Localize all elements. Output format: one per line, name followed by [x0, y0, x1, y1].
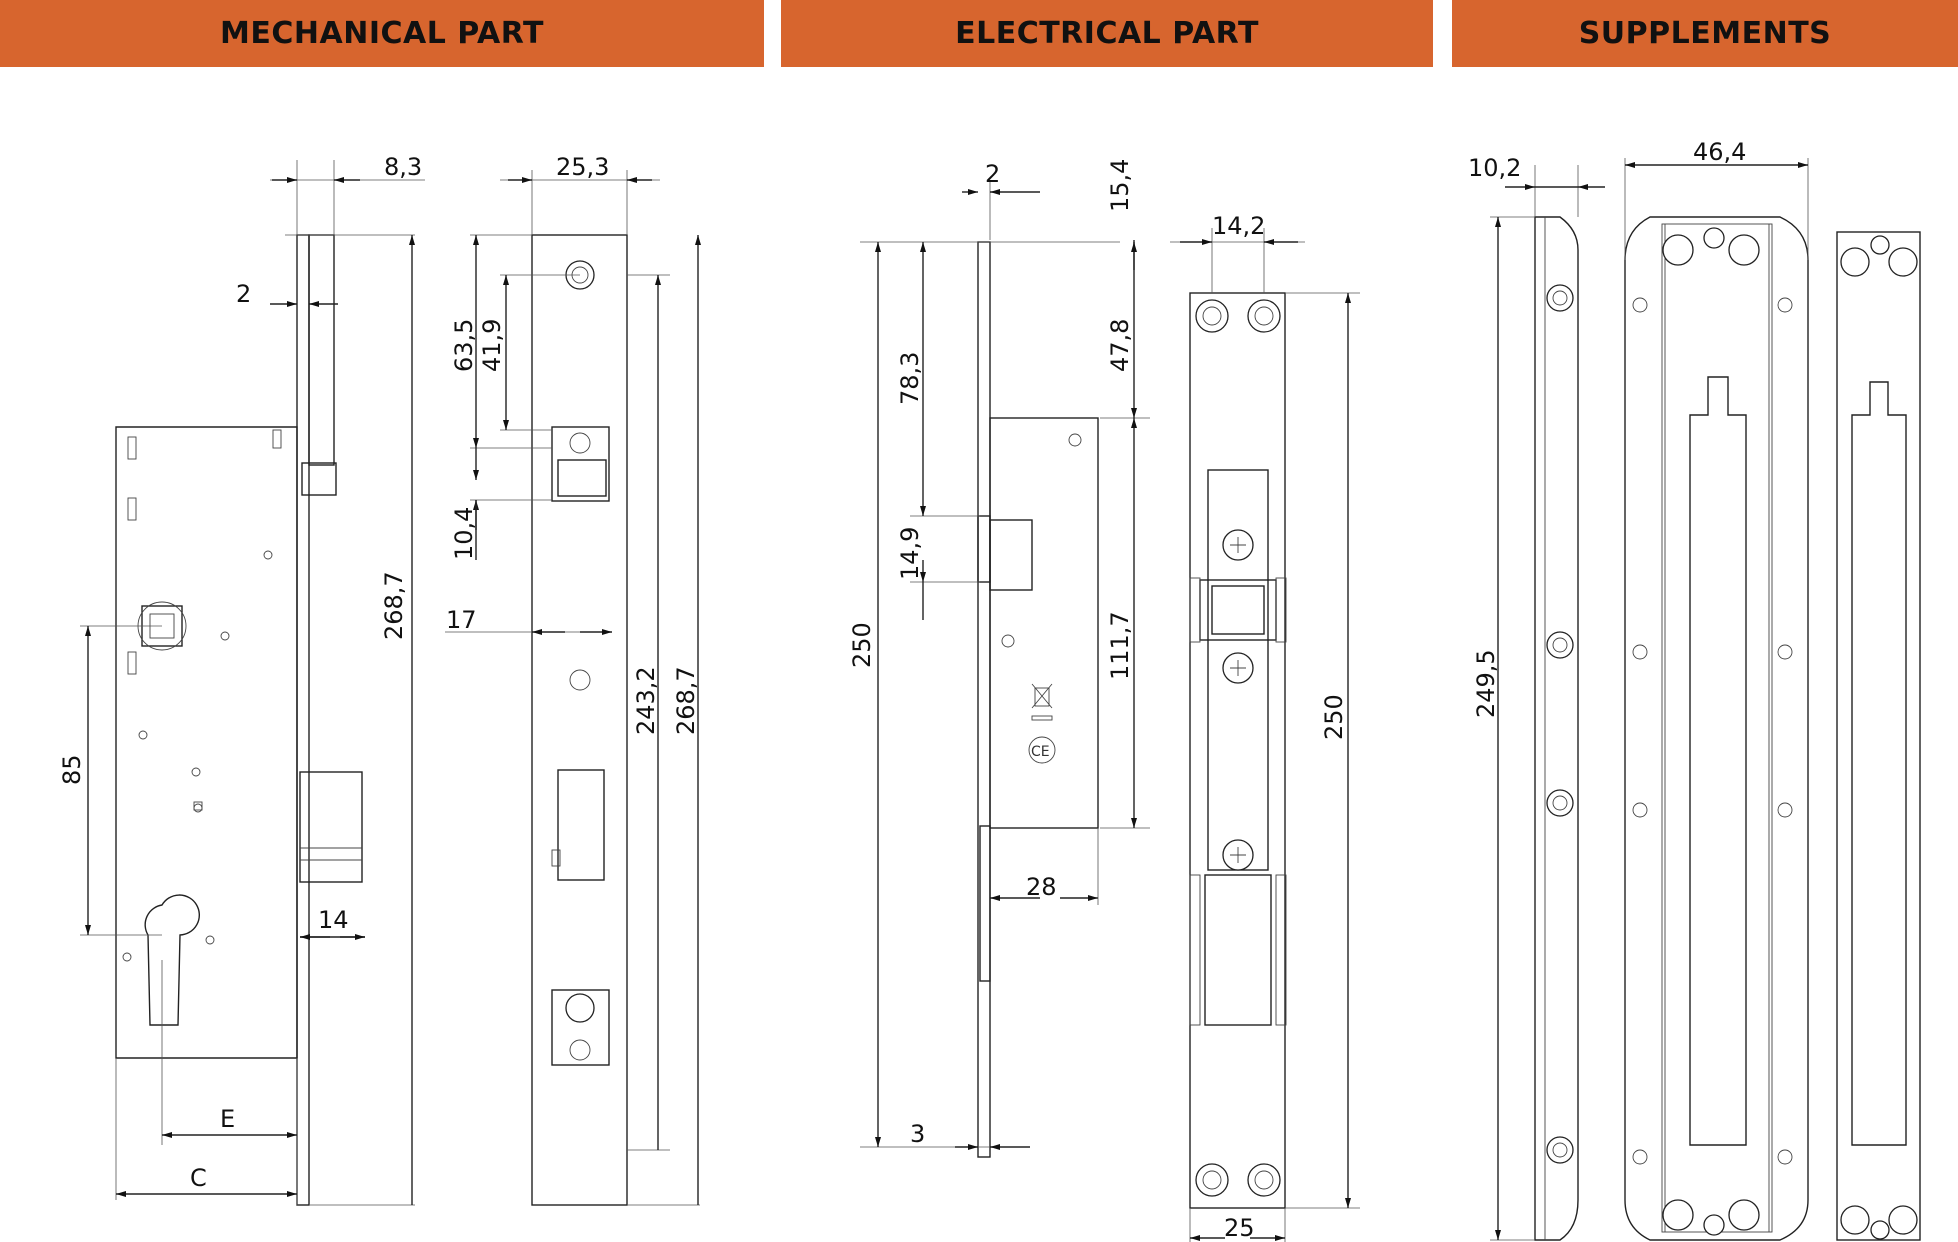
header-electrical-label: ELECTRICAL PART [955, 16, 1259, 51]
header-electrical-part: ELECTRICAL PART [781, 0, 1433, 67]
supplement-dimension-labels: 10,2 46,4 249,5 [1468, 138, 1746, 718]
mechanical-dimension-labels: 8,3 2 25,3 268,7 63,5 41,9 10,4 17 243,2… [58, 153, 700, 1192]
dim-25-3: 25,3 [556, 153, 609, 181]
dim-249-5: 249,5 [1472, 649, 1500, 718]
dim-28: 28 [1026, 873, 1057, 901]
electrical-dimension-labels: 2 15,4 14,2 78,3 47,8 14,9 250 111,7 250… [848, 159, 1348, 1242]
dim-243-2: 243,2 [632, 666, 660, 735]
header-supplements-label: SUPPLEMENTS [1578, 16, 1832, 51]
dim-15-4: 15,4 [1106, 159, 1134, 212]
svg-text:CE: CE [1031, 744, 1050, 760]
supplement-side-profile [1534, 216, 1579, 1241]
dim-e: E [220, 1105, 235, 1133]
header-mechanical-part: MECHANICAL PART [0, 0, 764, 67]
electrical-front-plate [1189, 292, 1287, 1209]
dim-41-9: 41,9 [478, 319, 506, 372]
dim-268-7-b: 268,7 [672, 666, 700, 735]
dim-250-a: 250 [848, 622, 876, 668]
dim-111-7: 111,7 [1106, 611, 1134, 680]
supplement-dimension-lines [1490, 158, 1809, 1241]
dim-2-elec: 2 [985, 160, 1000, 188]
mechanical-front-plate [531, 234, 628, 1206]
mechanical-side-view [115, 234, 363, 1206]
dim-25: 25 [1224, 1214, 1255, 1242]
dim-2-mech: 2 [236, 280, 251, 308]
dim-14-9: 14,9 [896, 527, 924, 580]
ce-mark-icon: CE [1028, 736, 1056, 764]
header-supplements: SUPPLEMENTS [1452, 0, 1958, 67]
mechanical-dimension-lines [80, 160, 701, 1206]
supplement-narrow-plate [1836, 231, 1921, 1241]
dim-8-3: 8,3 [384, 153, 422, 181]
electrical-side-view: CE [977, 241, 1099, 1158]
dim-17: 17 [446, 606, 477, 634]
dim-46-4: 46,4 [1693, 138, 1746, 166]
supplement-wide-plate [1624, 216, 1809, 1241]
dim-268-7-a: 268,7 [380, 571, 408, 640]
dim-10-2: 10,2 [1468, 154, 1521, 182]
dim-63-5: 63,5 [450, 319, 478, 372]
dim-c: C [190, 1164, 207, 1192]
weee-bin-icon [1031, 683, 1053, 721]
electrical-dimension-lines [860, 180, 1360, 1242]
dim-14-mech: 14 [318, 906, 349, 934]
dim-85: 85 [58, 754, 86, 785]
dim-10-4: 10,4 [450, 507, 478, 560]
dim-47-8: 47,8 [1106, 319, 1134, 372]
dim-14-2: 14,2 [1212, 212, 1265, 240]
dim-250-b: 250 [1320, 694, 1348, 740]
header-mechanical-label: MECHANICAL PART [220, 16, 544, 51]
dim-3: 3 [910, 1120, 925, 1148]
dim-78-3: 78,3 [896, 352, 924, 405]
